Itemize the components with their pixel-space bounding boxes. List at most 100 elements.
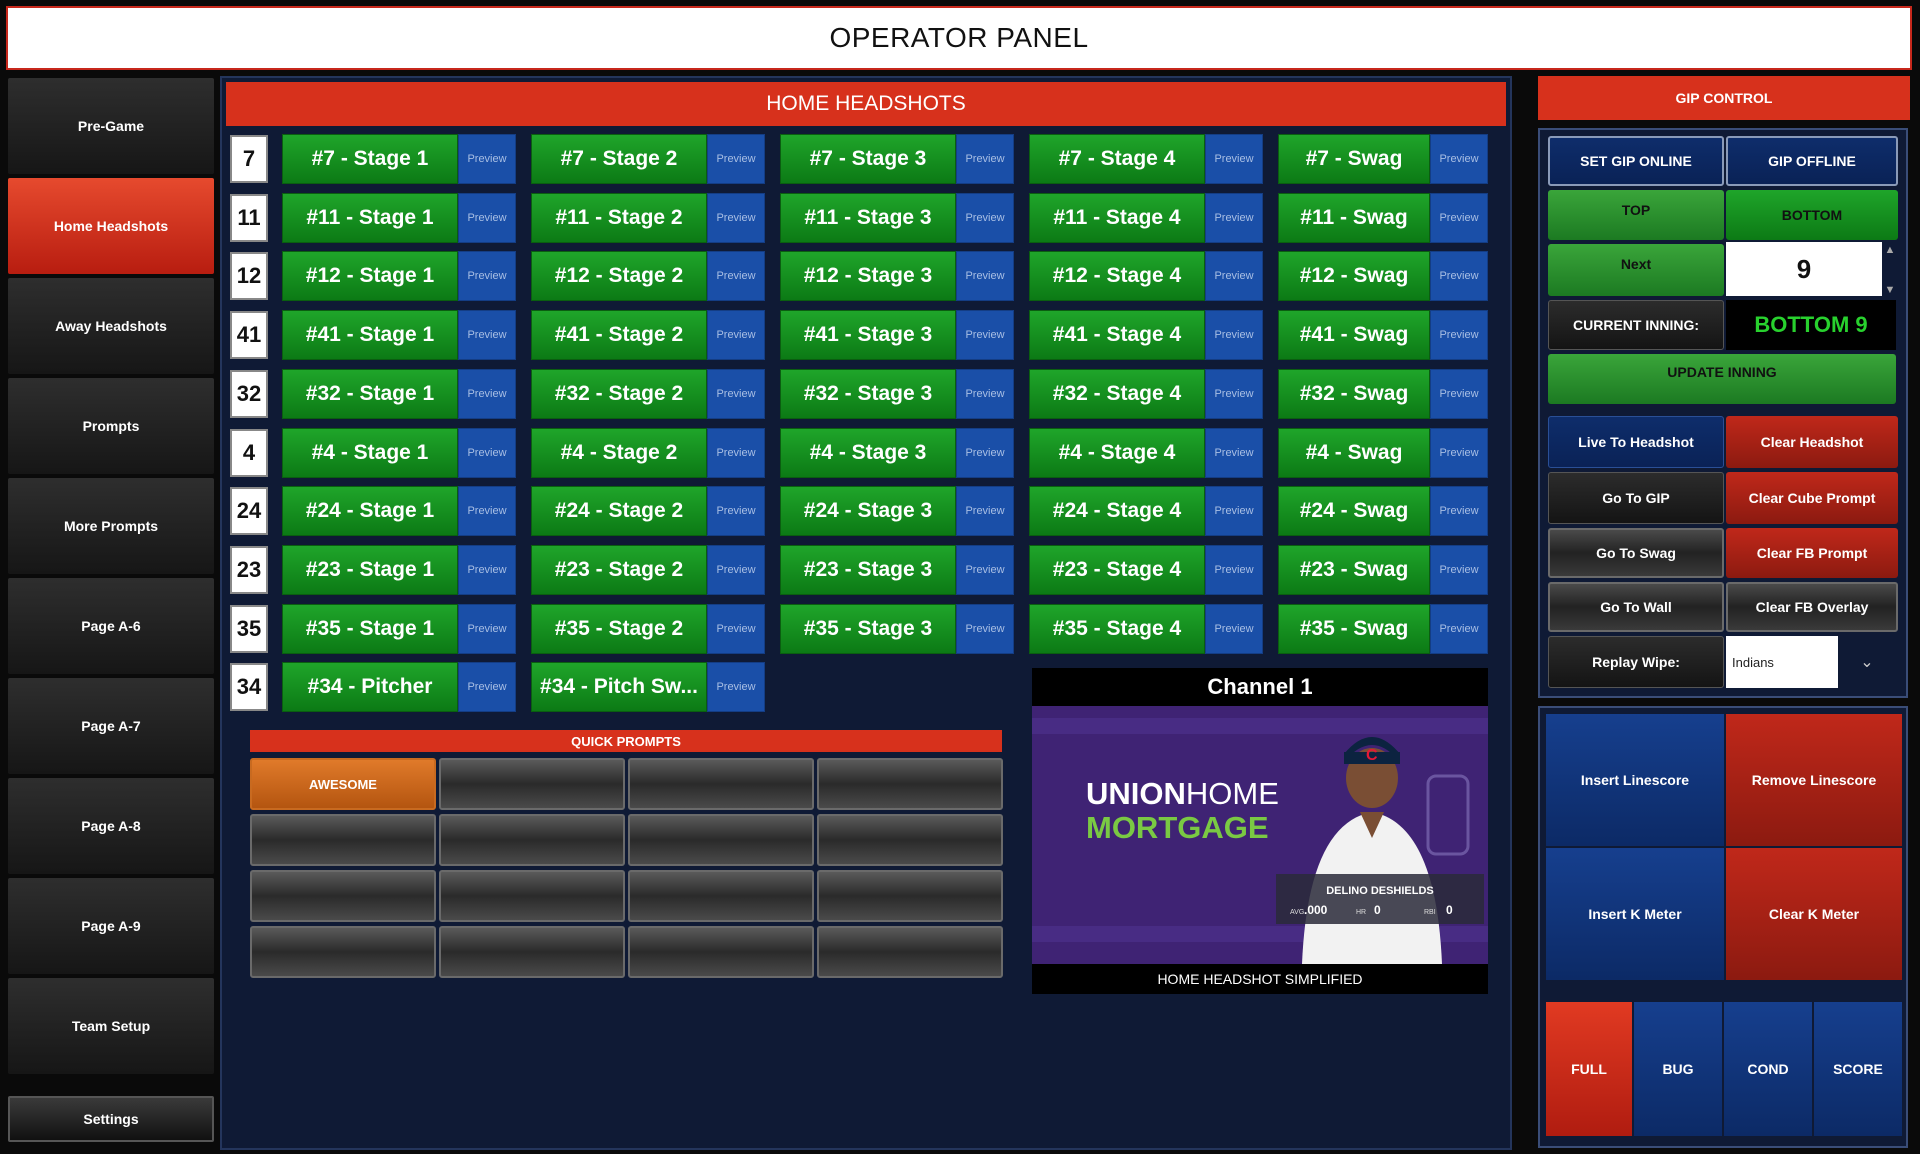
player-number-input[interactable]: 41: [230, 311, 268, 360]
preview-button[interactable]: Preview: [1430, 603, 1488, 654]
preview-button[interactable]: Preview: [458, 310, 516, 361]
preview-button[interactable]: Preview: [707, 251, 765, 302]
preview-button[interactable]: Preview: [956, 251, 1014, 302]
preview-button[interactable]: Preview: [956, 368, 1014, 419]
preview-button[interactable]: Preview: [1205, 544, 1263, 595]
headshot-button[interactable]: #23 - Stage 4: [1029, 544, 1205, 595]
chevron-down-icon[interactable]: ▼: [1884, 284, 1896, 296]
player-number-input[interactable]: 7: [230, 135, 268, 183]
preview-button[interactable]: Preview: [1430, 310, 1488, 361]
headshot-button[interactable]: #12 - Stage 1: [282, 251, 458, 302]
headshot-button[interactable]: #7 - Swag: [1278, 134, 1430, 184]
headshot-button[interactable]: #7 - Stage 3: [780, 134, 956, 184]
preview-button[interactable]: Preview: [956, 427, 1014, 478]
preview-button[interactable]: Preview: [1430, 134, 1488, 184]
preview-button[interactable]: Preview: [458, 134, 516, 184]
live-to-headshot-button[interactable]: Live To Headshot: [1548, 416, 1724, 468]
sidebar-item-away-headshots[interactable]: Away Headshots: [8, 278, 214, 374]
preview-button[interactable]: Preview: [1430, 192, 1488, 243]
preview-button[interactable]: Preview: [1205, 368, 1263, 419]
player-number-input[interactable]: 32: [230, 369, 268, 418]
go-to-wall-button[interactable]: Go To Wall: [1548, 582, 1724, 632]
quick-prompt-button[interactable]: [439, 926, 625, 978]
headshot-button[interactable]: #11 - Stage 4: [1029, 192, 1205, 243]
sidebar-item-page-a-9[interactable]: Page A-9: [8, 878, 214, 974]
quick-prompt-button[interactable]: [817, 926, 1003, 978]
preview-button[interactable]: Preview: [1205, 134, 1263, 184]
preview-button[interactable]: Preview: [956, 310, 1014, 361]
headshot-button[interactable]: #11 - Stage 1: [282, 192, 458, 243]
go-to-swag-button[interactable]: Go To Swag: [1548, 528, 1724, 578]
top-button[interactable]: TOP: [1548, 190, 1724, 240]
quick-prompt-button[interactable]: [817, 814, 1003, 866]
headshot-button[interactable]: #32 - Stage 3: [780, 368, 956, 419]
preview-button[interactable]: Preview: [458, 544, 516, 595]
inning-stepper[interactable]: 9: [1726, 242, 1882, 296]
quick-prompt-button[interactable]: [628, 814, 814, 866]
headshot-button[interactable]: #11 - Stage 2: [531, 192, 707, 243]
headshot-button[interactable]: #23 - Stage 2: [531, 544, 707, 595]
player-number-input[interactable]: 35: [230, 604, 268, 653]
remove-linescore-button[interactable]: Remove Linescore: [1726, 714, 1902, 846]
preview-button[interactable]: Preview: [707, 544, 765, 595]
preview-button[interactable]: Preview: [1205, 427, 1263, 478]
headshot-button[interactable]: #23 - Stage 3: [780, 544, 956, 595]
preview-button[interactable]: Preview: [1205, 251, 1263, 302]
headshot-button[interactable]: #4 - Stage 1: [282, 427, 458, 478]
sidebar-item-pre-game[interactable]: Pre-Game: [8, 78, 214, 174]
headshot-button[interactable]: #41 - Stage 2: [531, 310, 707, 361]
clear-k-meter-button[interactable]: Clear K Meter: [1726, 848, 1902, 980]
replay-wipe-select[interactable]: Indians: [1726, 636, 1838, 688]
headshot-button[interactable]: #35 - Stage 3: [780, 603, 956, 654]
quick-prompt-button[interactable]: [250, 814, 436, 866]
sidebar-item-settings[interactable]: Settings: [8, 1096, 214, 1142]
preview-button[interactable]: Preview: [956, 192, 1014, 243]
headshot-button[interactable]: #32 - Stage 4: [1029, 368, 1205, 419]
headshot-button[interactable]: #4 - Stage 4: [1029, 427, 1205, 478]
headshot-button[interactable]: #41 - Stage 1: [282, 310, 458, 361]
chevron-up-icon[interactable]: ▲: [1884, 244, 1896, 256]
headshot-button[interactable]: #41 - Stage 4: [1029, 310, 1205, 361]
quick-prompt-button[interactable]: [628, 926, 814, 978]
headshot-button[interactable]: #41 - Stage 3: [780, 310, 956, 361]
headshot-button[interactable]: #11 - Swag: [1278, 192, 1430, 243]
clear-fb-prompt-button[interactable]: Clear FB Prompt: [1726, 528, 1898, 578]
preview-button[interactable]: Preview: [1205, 486, 1263, 537]
quick-prompt-button[interactable]: [439, 758, 625, 810]
headshot-button[interactable]: #4 - Swag: [1278, 427, 1430, 478]
clear-fb-overlay-button[interactable]: Clear FB Overlay: [1726, 582, 1898, 632]
quick-prompt-button[interactable]: [250, 926, 436, 978]
sidebar-item-page-a-7[interactable]: Page A-7: [8, 678, 214, 774]
clear-headshot-button[interactable]: Clear Headshot: [1726, 416, 1898, 468]
mode-bug-button[interactable]: BUG: [1634, 1002, 1722, 1136]
mode-full-button[interactable]: FULL: [1546, 1002, 1632, 1136]
player-number-input[interactable]: 12: [230, 252, 268, 301]
preview-button[interactable]: Preview: [956, 486, 1014, 537]
preview-button[interactable]: Preview: [1205, 192, 1263, 243]
bottom-button[interactable]: BOTTOM: [1726, 190, 1898, 240]
preview-button[interactable]: Preview: [1430, 368, 1488, 419]
chevron-down-icon[interactable]: ⌄: [1838, 636, 1896, 688]
preview-button[interactable]: Preview: [1205, 310, 1263, 361]
preview-button[interactable]: Preview: [458, 603, 516, 654]
headshot-button[interactable]: #35 - Swag: [1278, 603, 1430, 654]
sidebar-item-more-prompts[interactable]: More Prompts: [8, 478, 214, 574]
sidebar-item-page-a-6[interactable]: Page A-6: [8, 578, 214, 674]
headshot-button[interactable]: #12 - Stage 2: [531, 251, 707, 302]
preview-button[interactable]: Preview: [707, 310, 765, 361]
insert-linescore-button[interactable]: Insert Linescore: [1546, 714, 1724, 846]
player-number-input[interactable]: 4: [230, 428, 268, 477]
headshot-button[interactable]: #12 - Swag: [1278, 251, 1430, 302]
preview-button[interactable]: Preview: [1430, 251, 1488, 302]
headshot-button[interactable]: #41 - Swag: [1278, 310, 1430, 361]
preview-button[interactable]: Preview: [956, 544, 1014, 595]
preview-button[interactable]: Preview: [458, 251, 516, 302]
quick-prompt-button[interactable]: [628, 758, 814, 810]
preview-button[interactable]: Preview: [707, 603, 765, 654]
preview-button[interactable]: Preview: [707, 427, 765, 478]
preview-button[interactable]: Preview: [707, 486, 765, 537]
headshot-button[interactable]: #24 - Stage 1: [282, 486, 458, 537]
headshot-button[interactable]: #32 - Stage 2: [531, 368, 707, 419]
preview-button[interactable]: Preview: [458, 368, 516, 419]
preview-button[interactable]: Preview: [458, 192, 516, 243]
